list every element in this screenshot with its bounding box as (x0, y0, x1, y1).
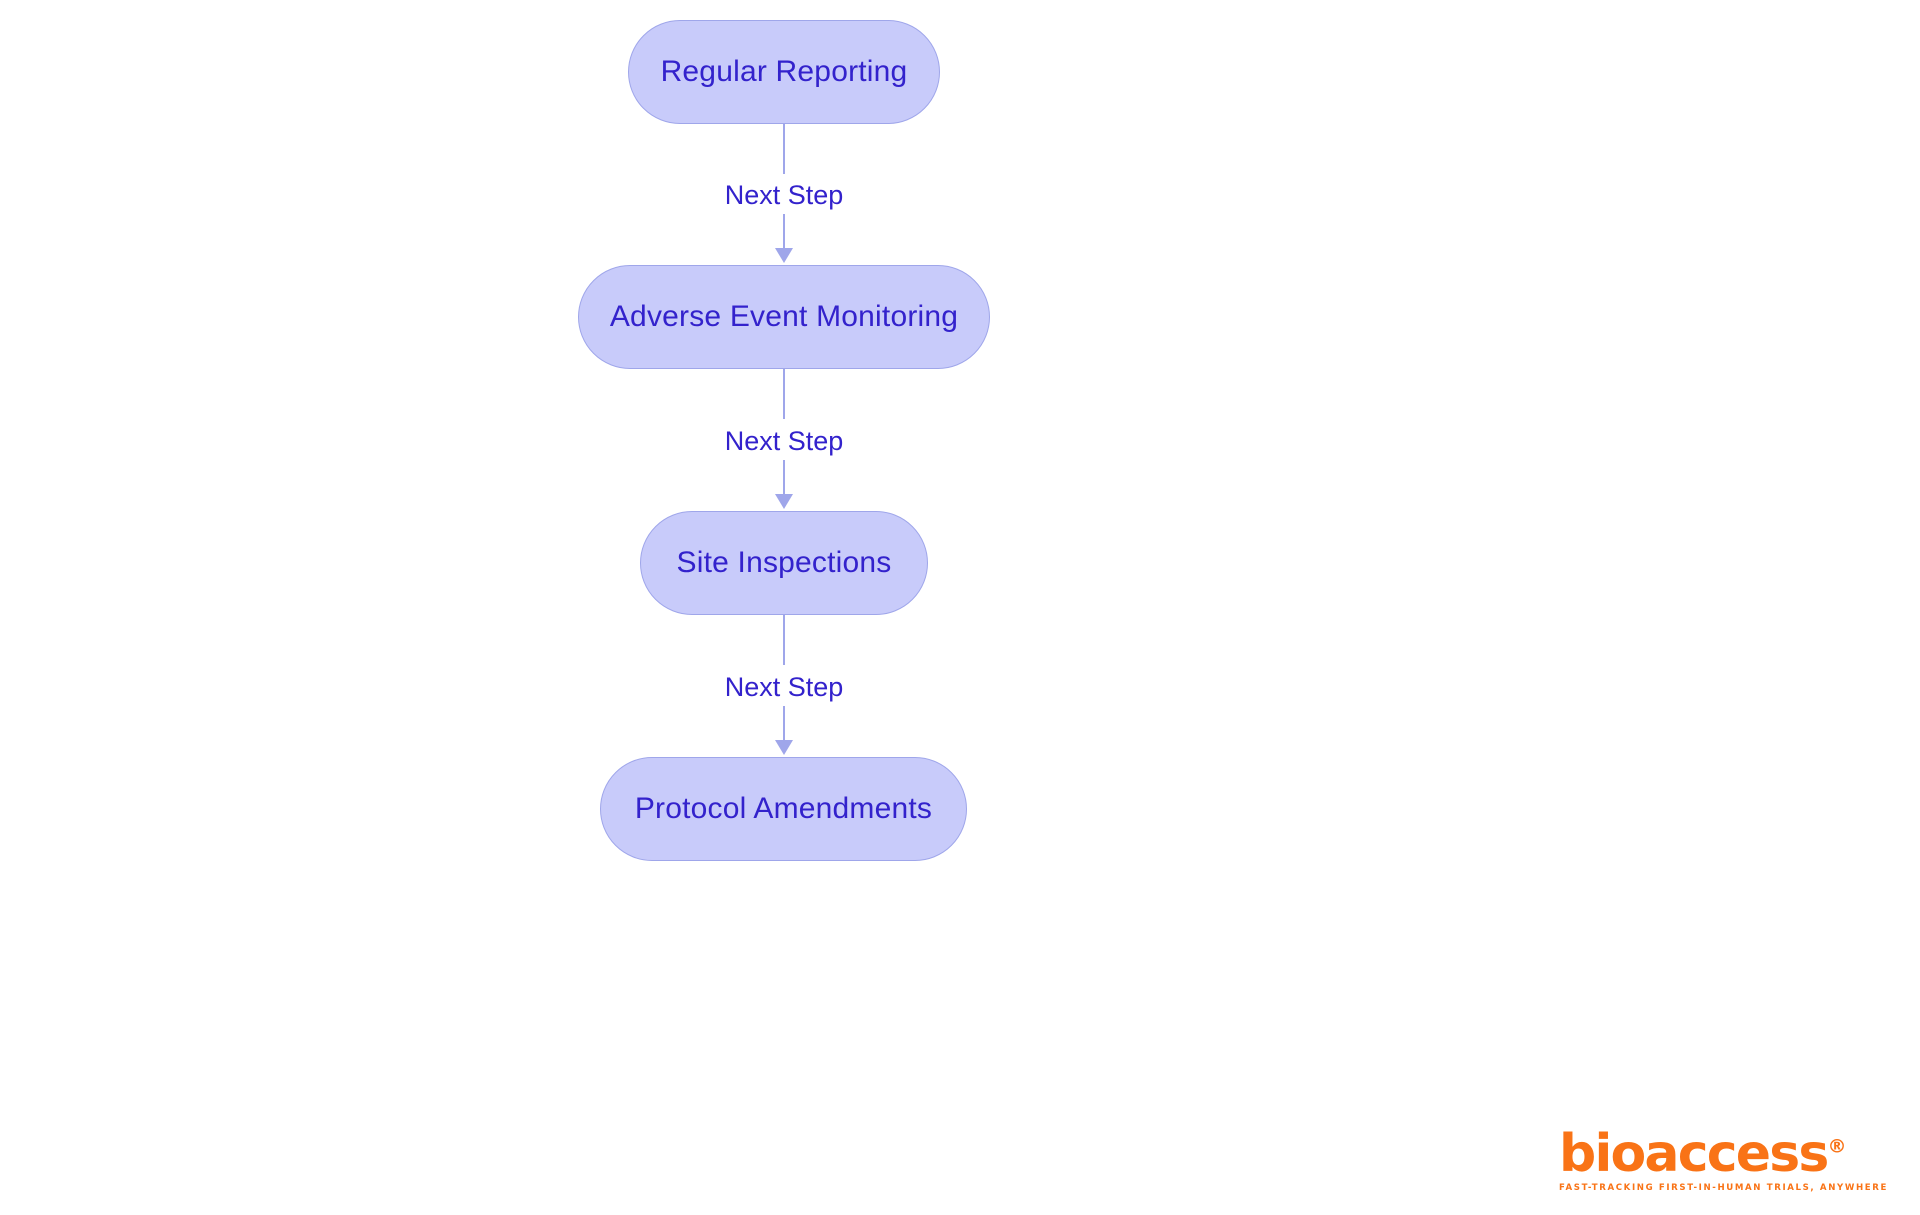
flow-node-label: Adverse Event Monitoring (609, 300, 959, 333)
flow-node-site-inspections[interactable]: Site Inspections (640, 511, 928, 615)
edge-label-next-step: Next Step (718, 424, 850, 459)
flow-node-protocol-amendments[interactable]: Protocol Amendments (600, 757, 967, 861)
brand-wordmark-label: bioaccess (1559, 1124, 1829, 1185)
edge-line-segment-lower (783, 706, 786, 742)
arrowhead-icon (774, 248, 793, 263)
flow-node-label: Protocol Amendments (634, 792, 933, 825)
registered-trademark-icon: ® (1827, 1136, 1847, 1159)
brand-tagline-text: FAST-TRACKING FIRST-IN-HUMAN TRIALS, ANY… (1559, 1183, 1888, 1194)
arrowhead-icon (774, 740, 793, 755)
flow-node-label: Site Inspections (676, 546, 892, 579)
flow-node-label: Regular Reporting (660, 55, 908, 88)
edge-label-next-step: Next Step (718, 178, 850, 213)
brand-wordmark-text: bioaccess® (1559, 1128, 1846, 1180)
bioaccess-logo: bioaccess® FAST-TRACKING FIRST-IN-HUMAN … (1559, 1128, 1888, 1193)
edge-line-segment-upper (783, 615, 786, 665)
edge-line-segment-upper (783, 369, 786, 419)
flow-node-regular-reporting[interactable]: Regular Reporting (628, 20, 940, 124)
edge-label-next-step: Next Step (718, 670, 850, 705)
arrowhead-icon (774, 494, 793, 509)
edge-line-segment-lower (783, 214, 786, 250)
edge-line-segment-upper (783, 124, 786, 174)
flow-node-adverse-event-monitoring[interactable]: Adverse Event Monitoring (578, 265, 990, 369)
edge-line-segment-lower (783, 460, 786, 496)
